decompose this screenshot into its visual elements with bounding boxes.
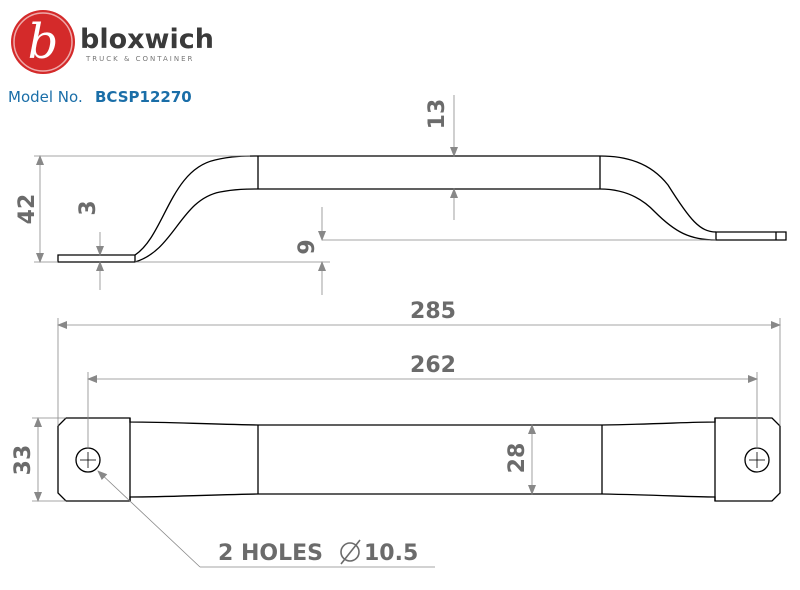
dim-overall-length: 285 <box>410 299 456 324</box>
hole-centrelines <box>80 452 765 468</box>
model-label: Model No. <box>8 88 83 106</box>
hole-diameter: 10.5 <box>364 541 418 566</box>
side-dimensions <box>34 95 716 295</box>
dim-offset: 9 <box>295 239 320 254</box>
top-view <box>57 417 781 502</box>
brand-tagline: TRUCK & CONTAINER <box>85 55 194 63</box>
logo-letter: b <box>28 14 59 70</box>
top-dimensions <box>32 318 781 568</box>
dim-grip-thickness: 13 <box>425 99 450 130</box>
dim-end-width: 33 <box>11 445 36 476</box>
logo: b <box>11 10 75 74</box>
diameter-icon <box>340 539 361 565</box>
side-view <box>57 155 787 263</box>
model-number: BCSP12270 <box>95 88 192 106</box>
dim-grip-width: 28 <box>505 443 530 474</box>
logo-badge <box>11 10 75 74</box>
dim-hole-centres: 262 <box>410 353 456 378</box>
dim-overall-height: 42 <box>15 194 40 225</box>
brand-name: bloxwich <box>80 24 214 55</box>
holes-callout: 2 HOLES <box>218 541 323 566</box>
dim-thickness: 3 <box>76 200 101 215</box>
